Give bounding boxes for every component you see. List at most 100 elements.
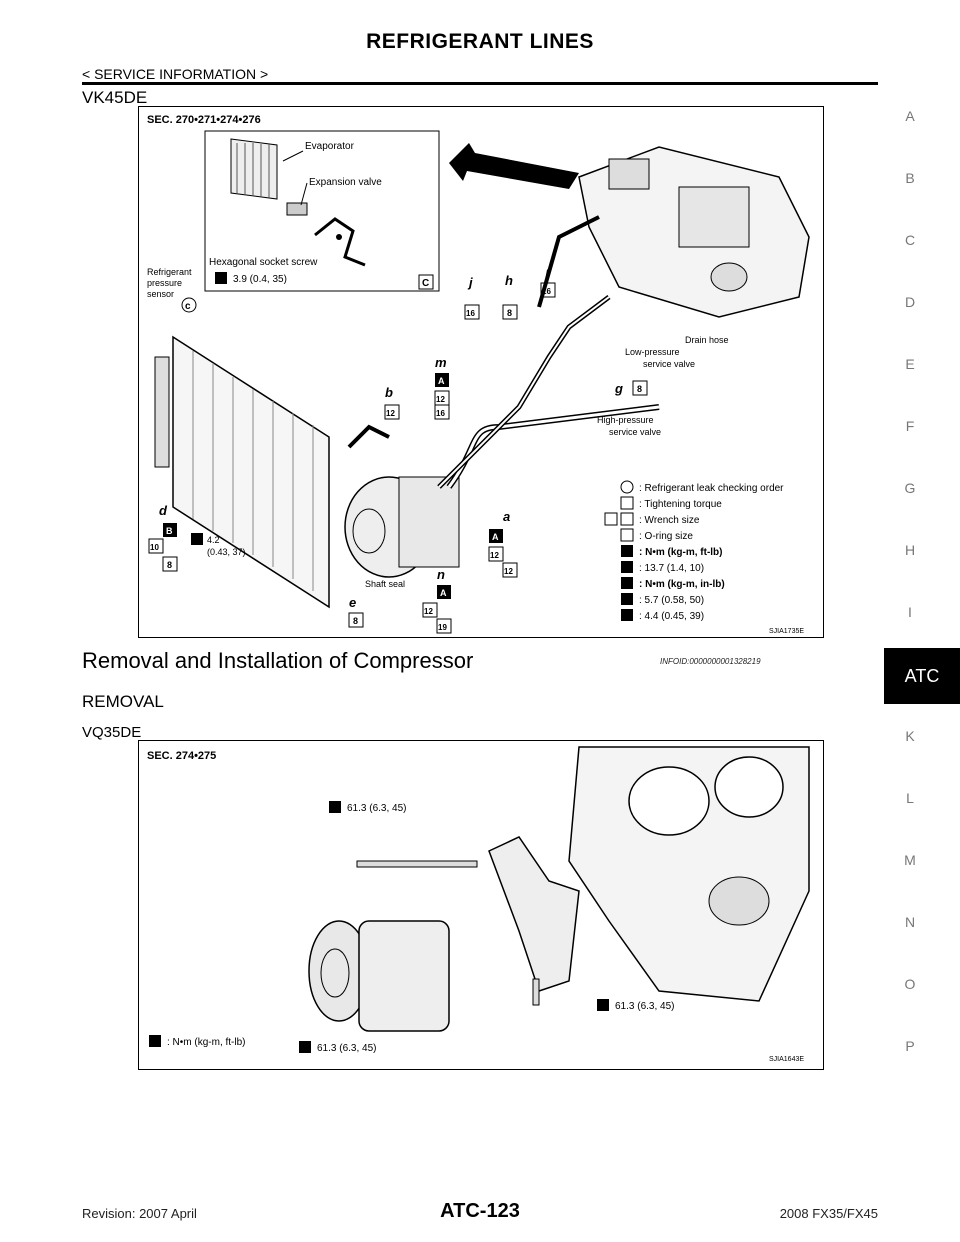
legend: : Refrigerant leak checking order : Tigh… [604, 480, 784, 622]
legend-item-7: : N•m (kg-m, in-lb) [639, 579, 725, 590]
side-index-e[interactable]: E [905, 356, 915, 372]
shaft-seal-label: Shaft seal [365, 579, 405, 589]
header-rule [82, 82, 878, 85]
sec-label-2: SEC. 274•275 [147, 750, 216, 762]
high-pressure-label-2: service valve [609, 427, 661, 437]
svg-text:12: 12 [424, 607, 433, 616]
footer-revision: Revision: 2007 April [82, 1206, 197, 1221]
direction-arrow-icon [449, 143, 579, 189]
svg-text:n: n [437, 567, 445, 582]
svg-text:A: A [492, 532, 499, 542]
svg-text:A: A [438, 376, 445, 386]
legend-item-5: : N•m (kg-m, ft-lb) [639, 547, 723, 558]
sensor-label-3: sensor [147, 289, 174, 299]
svg-text:l: l [545, 267, 549, 282]
svg-text:8: 8 [637, 384, 642, 394]
breadcrumb[interactable]: < SERVICE INFORMATION > [82, 66, 269, 82]
figure-code: SJIA1735E [769, 628, 804, 635]
bolt-drawing [356, 860, 478, 868]
side-index-p[interactable]: P [905, 1038, 915, 1054]
figure-code-2: SJIA1643E [769, 1056, 804, 1063]
side-index-h[interactable]: H [904, 542, 916, 558]
compressor-removal-diagram: SEC. 274•275 61.3 (6.3, 45) 61.3 (6.3, 4… [138, 740, 824, 1070]
footer-page-number: ATC-123 [440, 1200, 520, 1222]
engine-block-drawing [568, 746, 810, 1002]
section-title: Removal and Installation of Compressor [82, 648, 474, 673]
sec-label: SEC. 270•271•274•276 [147, 114, 261, 126]
side-index-atc-active[interactable]: ATC [884, 648, 960, 704]
side-index-g[interactable]: G [904, 480, 916, 496]
callout-c [418, 274, 434, 290]
svg-text:12: 12 [386, 409, 395, 418]
svg-text:e: e [349, 595, 356, 610]
side-index-b[interactable]: B [905, 170, 915, 186]
sensor-label-1: Refrigerant [147, 267, 192, 277]
refrigerant-lines-diagram: SEC. 270•271•274•276 Evaporator Expansio… [138, 106, 824, 638]
svg-text:16: 16 [466, 309, 475, 318]
drain-hose-label: Drain hose [685, 335, 729, 345]
svg-text:A: A [440, 588, 447, 598]
svg-text:a: a [503, 509, 510, 524]
compressor-drawing [344, 476, 460, 578]
side-index-a[interactable]: A [905, 108, 915, 124]
side-index-n[interactable]: N [904, 914, 916, 930]
footer-model: 2008 FX35/FX45 [779, 1206, 878, 1221]
svg-text:d: d [159, 503, 168, 518]
svg-text:12: 12 [490, 551, 499, 560]
svg-text:C: C [422, 278, 429, 289]
svg-text:8: 8 [353, 616, 358, 626]
svg-text:10: 10 [150, 543, 159, 552]
svg-text:b: b [385, 385, 393, 400]
svg-text:g: g [614, 381, 623, 396]
side-index-k[interactable]: K [905, 728, 915, 744]
side-index-m[interactable]: M [904, 852, 916, 868]
svg-text:8: 8 [167, 560, 172, 570]
info-id: INFOID:0000000001328219 [660, 657, 761, 666]
expansion-valve-label: Expansion valve [309, 177, 382, 188]
inset-box [204, 130, 440, 292]
svg-text:h: h [505, 273, 513, 288]
condenser-drawing [154, 335, 330, 609]
side-index-l[interactable]: L [906, 790, 914, 806]
svg-text:B: B [166, 526, 173, 536]
svg-text:12: 12 [436, 395, 445, 404]
evaporator-label: Evaporator [305, 141, 355, 152]
side-index-d[interactable]: D [904, 294, 916, 310]
page-title: REFRIGERANT LINES [366, 30, 594, 53]
legend-item-4: : O-ring size [639, 531, 693, 542]
torque-icon-top [329, 801, 341, 813]
legend-item-9: : 4.4 (0.45, 39) [639, 611, 704, 622]
legend-item-2: : Tightening torque [639, 499, 722, 510]
low-pressure-label-1: Low-pressure [625, 347, 680, 357]
svg-text:m: m [435, 355, 447, 370]
compressor-body-drawing [308, 920, 450, 1032]
torque-bottom: 61.3 (6.3, 45) [317, 1043, 376, 1054]
bracket-drawing [488, 836, 580, 992]
side-index-f[interactable]: F [905, 418, 915, 434]
vk45de-heading: VK45DE [82, 88, 148, 107]
legend-item-3: : Wrench size [639, 515, 700, 526]
hex-screw-label: Hexagonal socket screw [209, 257, 318, 268]
side-index-c[interactable]: C [904, 232, 916, 248]
torque-icon-right [597, 999, 609, 1011]
legend-text: : N•m (kg-m, ft-lb) [167, 1037, 246, 1048]
torque-top: 61.3 (6.3, 45) [347, 803, 406, 814]
torque-icon [215, 272, 227, 284]
evaporator-drawing [230, 138, 366, 267]
short-bolt-drawing [532, 978, 540, 1006]
low-pressure-label-2: service valve [643, 359, 695, 369]
legend-icon [149, 1035, 161, 1047]
svg-text:16: 16 [436, 409, 445, 418]
heater-unit-drawing [578, 146, 810, 318]
legend-item-6: : 13.7 (1.4, 10) [639, 563, 704, 574]
svg-text:j: j [467, 275, 473, 290]
svg-text:c: c [185, 301, 191, 312]
legend-item-8: : 5.7 (0.58, 50) [639, 595, 704, 606]
sensor-label-2: pressure [147, 278, 182, 288]
removal-heading: REMOVAL [82, 692, 164, 711]
vq35de-heading: VQ35DE [82, 724, 142, 741]
torque-left-2: (0.43, 37) [207, 547, 246, 557]
side-index-o[interactable]: O [904, 976, 916, 992]
legend-item-1: : Refrigerant leak checking order [639, 483, 784, 494]
side-index-i[interactable]: I [908, 604, 912, 620]
